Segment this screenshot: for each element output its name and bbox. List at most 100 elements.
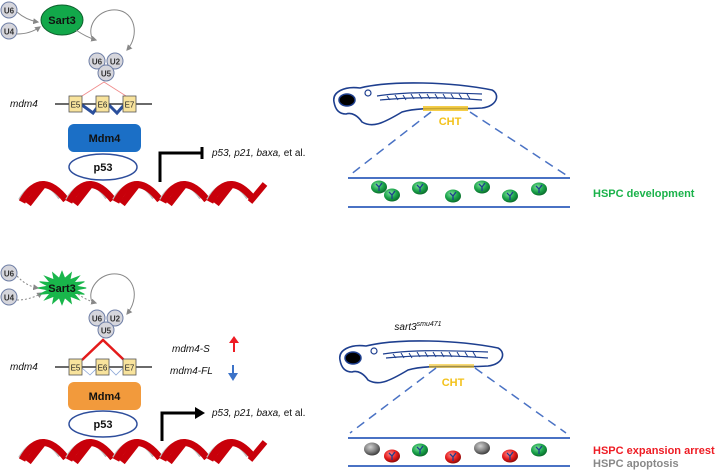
snrna-u4-in: U4 [0,288,18,306]
exon-label: E5 [71,364,81,373]
dna-strand-red [247,440,268,462]
hspc-marker [478,182,486,191]
hspc-marker [375,182,383,191]
hspc-cell-red [445,450,461,464]
hspc-cell-green [384,188,400,202]
dna-strand-red [206,439,257,462]
snrna-u4-in: U4 [0,22,18,40]
arrow-u4-to-sart3-impaired [16,292,44,301]
snrna-label: U6 [92,315,103,324]
snrna-label: U4 [4,28,15,37]
bottom-panel: U6 U4 Sart3 U6 U2 U5 mdm4 E5 [0,264,715,470]
hspc-marker [388,190,396,199]
exon-e7: E7 [122,95,137,113]
p53-ellipse: p53 [68,410,138,438]
hspc-marker [449,452,457,461]
skip-splice-strong [81,338,125,361]
snrna-label: U2 [110,58,121,67]
hspc-cell-green [474,180,490,194]
mdm4-protein-box: Mdm4 [68,382,141,410]
sart3-ellipse: Sart3 [40,4,84,36]
dna-strand-red [166,441,186,465]
up-arrow-icon [229,336,239,352]
arrow-sart3-to-cycle-impaired [77,293,98,305]
hspc-cell-red [502,449,518,463]
dna-strand-red [65,439,116,462]
hspc-cell-green [371,180,387,194]
cht-label: CHT [439,116,462,128]
dna-strand-red [112,181,163,204]
cht-label: CHT [442,377,465,389]
top-panel: U6 U4 Sart3 U6 U2 U5 mdm4 [0,1,695,208]
hspc-marker [416,183,424,192]
exon-e7: E7 [122,358,137,376]
dna-strand-red [72,183,92,207]
dna-strand-red [25,441,45,465]
sart3-mutant-starburst: Sart3 [37,270,87,306]
hspc-marker [535,445,543,454]
dna-strand-red [18,439,69,462]
dna-strand-red [206,181,257,204]
dna-strand-red [65,181,116,204]
dna-strand-red [18,181,69,204]
gene-label-mdm4: mdm4 [10,99,38,110]
sart3-label: Sart3 [48,283,76,295]
hspc-marker [535,184,543,193]
hspc-cell-red [384,449,400,463]
zoom-dashed-left [349,111,432,176]
hspc-cell-body [474,441,490,455]
dna-strand-red [72,441,92,465]
arrow-u6-to-sart3-impaired [16,275,40,291]
zebrafish-larva-icon [339,340,504,384]
arrow-sart3-to-cycle [75,29,98,42]
snrna-u6-in: U6 [0,1,18,19]
mdm4-label: Mdm4 [89,391,122,403]
dna-helix-top [18,181,268,207]
zebrafish-larva-icon [333,82,498,126]
exon-label: E6 [98,101,108,110]
dna-strand-red [166,183,186,207]
recycling-loop-arrow [90,9,135,51]
snrna-label: U2 [110,315,121,324]
outcome-hspc-development: HSPC development [593,188,695,200]
exon-e5: E5 [68,95,83,113]
dna-strand-red [213,183,233,207]
exon-label: E6 [98,364,108,373]
hspc-marker [388,451,396,460]
target-genes-top: p53, p21, baxa, et al. [211,148,305,159]
target-genes-bottom: p53, p21, baxa, et al. [211,408,305,419]
p53-label: p53 [94,419,113,431]
p53-ellipse: p53 [68,153,138,181]
mdm4-protein-box: Mdm4 [68,124,141,152]
hspc-cell-green [531,443,547,457]
mdm4-label: Mdm4 [89,133,122,145]
snrna-label: U5 [101,327,112,336]
arrow-u6-to-sart3 [16,11,40,25]
activation-arrow-icon [195,407,205,419]
hspc-cell-green [531,182,547,196]
p53-label: p53 [94,162,113,174]
hspc-cells-mutant [364,441,547,464]
snrna-label: U6 [4,7,15,16]
snrnp-complex: U6 U2 U5 [88,52,124,82]
dna-strand-red [25,183,45,207]
exon-label: E5 [71,101,81,110]
hspc-marker [506,451,514,460]
snrna-label: U6 [92,58,103,67]
snrna-label: U4 [4,294,15,303]
sart3-label: Sart3 [48,15,76,27]
dna-strand-red [159,181,210,204]
cht-region [423,106,468,111]
isoform-mdm4-fl: mdm4-FL [170,366,213,377]
hspc-cells-normal [371,180,547,203]
inclusion-splice-faint [81,367,124,376]
zoom-dashed-right [474,367,567,434]
zoom-dashed-left [349,367,437,434]
hspc-cell-apoptotic [474,441,490,455]
hspc-marker [449,191,457,200]
hspc-cell-green [412,181,428,195]
isoform-mdm4-s: mdm4-S [172,344,210,355]
skip-splice-faint [81,81,127,97]
hspc-cell-green [412,443,428,457]
